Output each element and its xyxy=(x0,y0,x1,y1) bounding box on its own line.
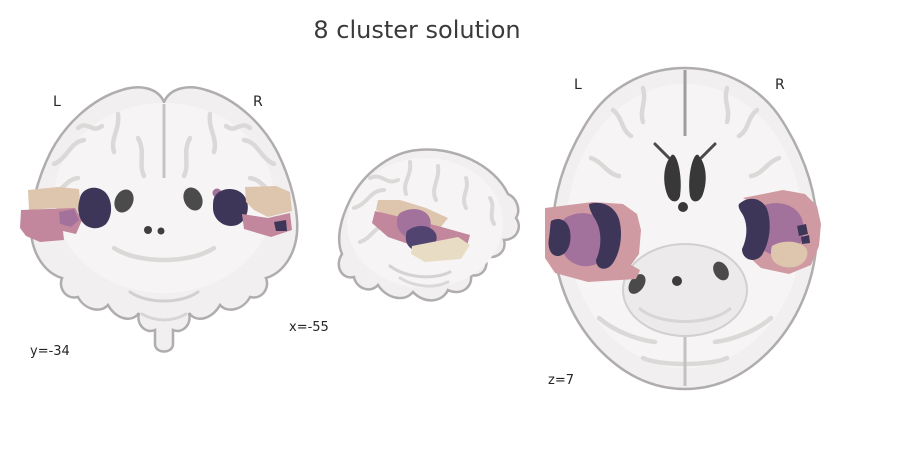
coronal-sulci-texture xyxy=(43,111,285,322)
axial-left-hemisphere-label: L xyxy=(574,77,582,93)
axial-midbrain-cerebellum xyxy=(622,243,748,337)
axial-coordinate-label: z=7 xyxy=(548,373,574,388)
coronal-left-dark-purple-cluster xyxy=(78,187,112,229)
coronal-left-mauve-cluster xyxy=(59,209,79,227)
axial-clusters xyxy=(545,190,821,282)
sagittal-clusters xyxy=(372,200,470,262)
axial-right-dark-purple-band-cluster xyxy=(738,198,770,260)
figure-title: 8 cluster solution xyxy=(313,16,521,44)
sagittal-sulci-texture xyxy=(352,160,496,288)
coronal-brain-slice xyxy=(20,86,299,353)
axial-right-dark-purple-dot1 xyxy=(797,224,808,236)
coronal-left-hemisphere-label: L xyxy=(53,94,61,110)
coronal-white-matter xyxy=(54,103,274,293)
axial-left-dark-purple-small-cluster xyxy=(548,219,571,257)
coronal-right-hemisphere-label: R xyxy=(253,94,263,110)
sagittal-brain-slice xyxy=(337,148,521,302)
axial-right-dark-purple-dot2 xyxy=(801,235,810,244)
axial-brain-slice xyxy=(545,66,821,391)
axial-left-dark-purple-band-cluster xyxy=(589,202,621,269)
coronal-right-beige-cluster xyxy=(245,186,292,217)
axial-right-hemisphere-label: R xyxy=(775,77,785,93)
sagittal-cream-cluster xyxy=(411,237,470,262)
axial-left-mauve-cluster xyxy=(559,213,609,267)
coronal-right-dark-purple-cluster xyxy=(213,188,248,226)
sagittal-coordinate-label: x=-55 xyxy=(289,320,329,335)
axial-ventricles xyxy=(653,142,717,212)
coronal-clusters xyxy=(20,186,292,242)
coronal-left-beige-cluster xyxy=(28,187,81,214)
coronal-deep-structures xyxy=(114,187,203,235)
axial-right-beige-cluster xyxy=(771,241,808,268)
coronal-coordinate-label: y=-34 xyxy=(30,344,70,359)
coronal-right-dark-purple-small-cluster xyxy=(274,220,287,231)
